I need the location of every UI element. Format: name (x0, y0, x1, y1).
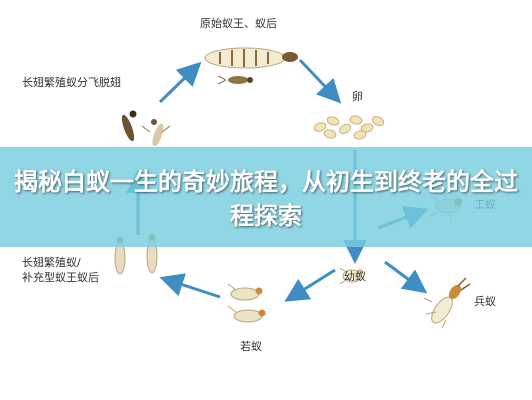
eggs-illustration (313, 115, 385, 140)
arrow-swarm-to-queen (158, 61, 202, 104)
soldier-illustration (423, 277, 471, 329)
banner-title: 揭秘白蚁一生的奇妙旅程，从初生到终老的全过程探索 (14, 168, 518, 230)
arrow-larva-to-soldier (384, 260, 428, 294)
arrow-queen-to-eggs (298, 58, 342, 104)
winged-swarm-illustration (121, 110, 171, 147)
stage-label-larva: 幼蚁 (344, 270, 366, 283)
termite-king-illustration (217, 75, 253, 85)
stage-label-nymph: 若蚁 (240, 340, 262, 353)
arrow-nymph-to-reproductive (159, 273, 221, 299)
larva-illustration (339, 267, 363, 285)
stage-label-eggs: 卵 (352, 90, 363, 103)
title-banner: 揭秘白蚁一生的奇妙旅程，从初生到终老的全过程探索 (0, 147, 532, 247)
stage-label-reproductive-line2: 补充型蚁王蚁后 (22, 271, 99, 284)
termite-queen-illustration (204, 47, 298, 69)
stage-label-king-queen: 原始蚁王、蚁后 (200, 17, 277, 30)
arrow-larva-to-nymph (284, 268, 336, 302)
stage-label-reproductive-line1: 长翅繁殖蚁/ (22, 256, 81, 269)
stage-label-soldier: 兵蚁 (474, 295, 496, 308)
stage-label-swarm: 长翅繁殖蚁分飞脱翅 (22, 76, 121, 89)
nymph-illustration (227, 283, 266, 323)
